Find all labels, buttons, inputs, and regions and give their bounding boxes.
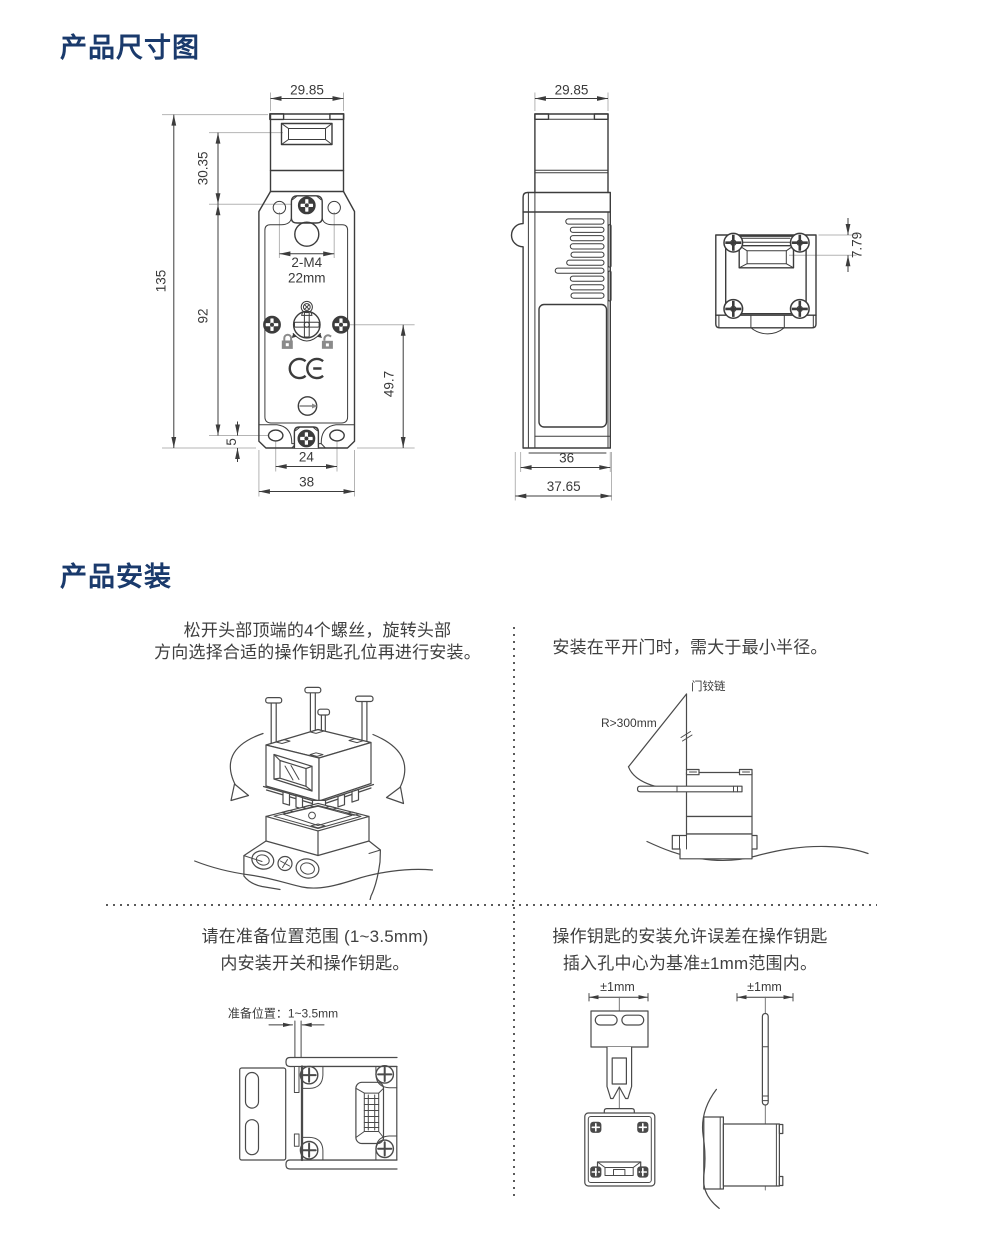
door-edge-wave bbox=[701, 1088, 720, 1209]
switch-head-front bbox=[584, 1108, 656, 1187]
step3-text-line1: 请在准备位置范围 (1~3.5mm) bbox=[201, 927, 429, 946]
dim-front-total-height: 135 bbox=[154, 270, 169, 293]
dim-front-mount-thread: 2-M4 bbox=[291, 255, 322, 270]
operation-key-front bbox=[590, 1010, 649, 1100]
switch-side bbox=[671, 768, 758, 860]
gap-label: 准备位置：1~3.5mm bbox=[228, 1006, 338, 1021]
dim-front-body-height: 92 bbox=[196, 308, 211, 323]
hinge-label: 门铰链 bbox=[691, 679, 726, 693]
step1-text-line2: 方向选择合适的操作钥匙孔位再进行安装。 bbox=[154, 643, 481, 662]
step1-text-line1: 松开头部顶端的4个螺丝，旋转头部 bbox=[183, 621, 452, 640]
tolerance-side-label: ±1mm bbox=[747, 980, 782, 994]
head-block bbox=[262, 728, 375, 821]
side-vent-slots bbox=[554, 218, 612, 302]
side-view: 29.85 36 37.65 bbox=[510, 83, 612, 501]
installation-heading: 产品安装 bbox=[60, 562, 172, 592]
head-screws bbox=[265, 686, 374, 785]
tolerance-side bbox=[701, 993, 794, 1209]
gap-dimension bbox=[268, 1020, 325, 1067]
step3-text: 请在准备位置范围 (1~3.5mm) 内安装开关和操作钥匙。 bbox=[140, 923, 490, 977]
front-body bbox=[258, 190, 356, 449]
top-head bbox=[715, 232, 817, 335]
step3-text-line2: 内安装开关和操作钥匙。 bbox=[220, 954, 410, 973]
tolerance-front bbox=[584, 993, 656, 1187]
top-view: 7.79 bbox=[715, 218, 865, 335]
front-dimension-lines bbox=[171, 96, 406, 494]
swing-arc bbox=[627, 766, 667, 790]
body-socket bbox=[243, 802, 381, 900]
step1-text: 松开头部顶端的4个螺丝，旋转头部 方向选择合适的操作钥匙孔位再进行安装。 bbox=[130, 620, 505, 664]
step4-text: 操作钥匙的安装允许误差在操作钥匙 插入孔中心为基准±1mm范围内。 bbox=[535, 923, 845, 977]
rotation-arrows bbox=[229, 732, 406, 805]
dim-front-base-width: 38 bbox=[299, 475, 314, 490]
dim-side-body-depth: 36 bbox=[559, 451, 574, 466]
step2-drawing: 门铰链 R>300mm bbox=[601, 679, 869, 862]
front-view: 29.85 135 30.35 92 5 24 38 2-M4 22mm 49.… bbox=[154, 83, 415, 497]
dim-front-bottom-offset: 5 bbox=[224, 438, 239, 446]
tolerance-front-label: ±1mm bbox=[600, 980, 635, 994]
dimension-drawing: 29.85 135 30.35 92 5 24 38 2-M4 22mm 49.… bbox=[154, 83, 865, 501]
step3-drawing: 准备位置：1~3.5mm bbox=[228, 1006, 398, 1170]
dim-top-slot-offset: 7.79 bbox=[850, 232, 865, 258]
ce-mark bbox=[288, 357, 324, 380]
dimensions-heading: 产品尺寸图 bbox=[60, 33, 200, 63]
side-extension-lines bbox=[514, 92, 612, 501]
operation-key-bar bbox=[636, 785, 743, 793]
step4-drawing: ±1mm ±1mm bbox=[584, 980, 794, 1209]
lock-open-icon bbox=[321, 334, 333, 349]
front-head bbox=[269, 113, 345, 193]
dim-front-hole-spacing: 24 bbox=[299, 450, 315, 465]
dim-front-head-height: 30.35 bbox=[196, 152, 211, 186]
grid-divider-vertical bbox=[513, 627, 515, 1199]
lock-closed-icon bbox=[281, 333, 293, 349]
hinge-axis bbox=[680, 693, 693, 772]
dim-side-total-depth: 37.65 bbox=[547, 479, 581, 494]
step1-drawing bbox=[194, 686, 434, 900]
slotted-screw-icon bbox=[297, 396, 318, 416]
step2-text-line1: 安装在平开门时，需大于最小半径。 bbox=[552, 638, 828, 657]
grid-divider-horizontal bbox=[106, 904, 877, 906]
dim-front-thread-spacing: 22mm bbox=[288, 271, 326, 286]
mount-surface-wave bbox=[194, 860, 434, 889]
step2-text: 安装在平开门时，需大于最小半径。 bbox=[540, 634, 840, 661]
top-extension-lines bbox=[789, 234, 857, 256]
door-edge-line bbox=[627, 693, 688, 768]
switch-front bbox=[285, 1056, 398, 1170]
step4-text-line2: 插入孔中心为基准±1mm范围内。 bbox=[562, 954, 818, 973]
side-body bbox=[510, 113, 612, 454]
mounting-bracket bbox=[239, 1067, 287, 1161]
radius-label: R>300mm bbox=[601, 716, 657, 730]
step4-text-line1: 操作钥匙的安装允许误差在操作钥匙 bbox=[552, 927, 828, 946]
dim-front-top-width: 29.85 bbox=[290, 83, 324, 98]
operation-key-side bbox=[761, 1012, 769, 1106]
side-dimension-lines bbox=[515, 96, 612, 499]
dim-front-lower-height: 49.7 bbox=[382, 371, 397, 397]
dim-side-top-width: 29.85 bbox=[555, 83, 589, 98]
switch-head-side bbox=[703, 1116, 784, 1190]
